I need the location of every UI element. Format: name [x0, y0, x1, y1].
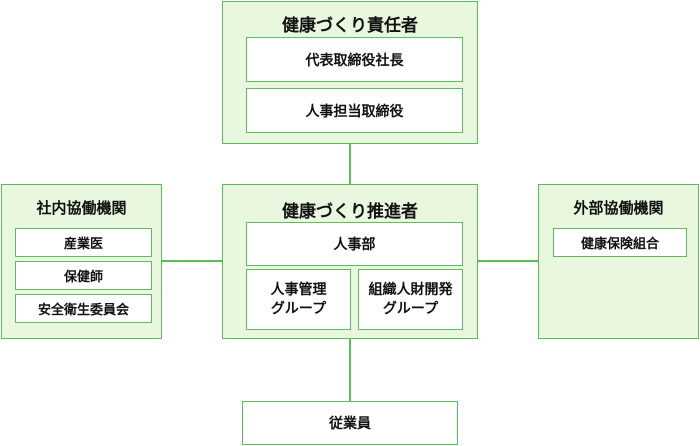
talent-development-group-box: 組織人財開発 グループ	[358, 269, 463, 330]
ceo-box: 代表取締役社長	[246, 37, 463, 82]
talent-development-group-line2: グループ	[382, 300, 439, 317]
safety-health-committee-box: 安全衛生委員会	[15, 294, 152, 323]
connector-top-center	[349, 143, 351, 186]
health-promoter-panel: 健康づくり推進者 人事部 人事管理 グループ 組織人財開発 グループ	[222, 184, 478, 339]
hr-management-group-line1: 人事管理	[270, 281, 327, 298]
health-insurance-union-box: 健康保険組合	[553, 228, 687, 257]
connector-center-right	[478, 260, 539, 262]
hr-department-box: 人事部	[246, 222, 463, 266]
industrial-physician-box: 産業医	[15, 228, 152, 257]
hr-management-group-box: 人事管理 グループ	[246, 269, 351, 330]
hr-director-box: 人事担当取締役	[246, 88, 463, 133]
connector-center-bottom	[349, 337, 351, 402]
hr-management-group-line2: グループ	[270, 300, 327, 317]
employees-box: 従業員	[242, 401, 458, 445]
internal-collaboration-panel: 社内協働機関 産業医 保健師 安全衛生委員会	[1, 184, 162, 339]
external-collaboration-title: 外部協働機関	[573, 199, 664, 217]
connector-left-center	[161, 260, 222, 262]
talent-development-group-line1: 組織人財開発	[368, 281, 453, 298]
public-health-nurse-box: 保健師	[15, 261, 152, 290]
health-promoter-title: 健康づくり推進者	[282, 202, 418, 222]
internal-collaboration-title: 社内協働機関	[36, 199, 127, 217]
health-responsible-panel: 健康づくり責任者 代表取締役社長 人事担当取締役	[222, 1, 478, 144]
health-responsible-title: 健康づくり責任者	[282, 16, 418, 36]
external-collaboration-panel: 外部協働機関 健康保険組合	[538, 184, 699, 339]
